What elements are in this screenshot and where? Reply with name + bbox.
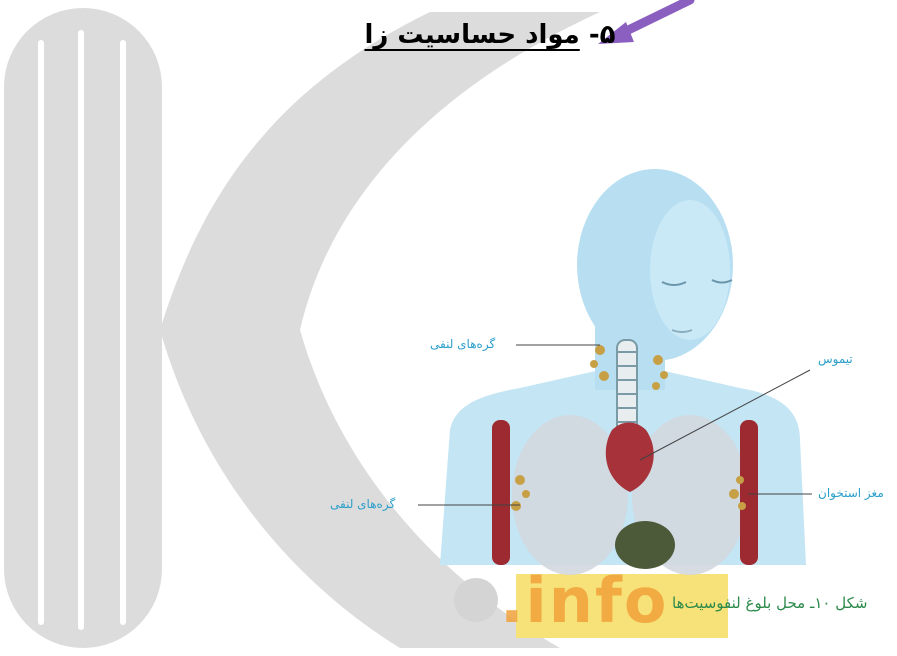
label-lymph-nodes-upper: گره‌های لنفی bbox=[430, 337, 495, 351]
watermark-info-text: .info bbox=[500, 564, 669, 637]
figure-caption: شکل ۱۰ـ محل بلوغ لنفوسیت‌ها bbox=[672, 594, 867, 612]
label-bone-marrow: مغز استخوان bbox=[818, 486, 884, 500]
right-arm-bone bbox=[740, 420, 758, 565]
left-arm-bone bbox=[492, 420, 510, 565]
label-thymus: تیموس bbox=[818, 352, 853, 366]
label-lymph-nodes-lower: گره‌های لنفی bbox=[330, 497, 395, 511]
